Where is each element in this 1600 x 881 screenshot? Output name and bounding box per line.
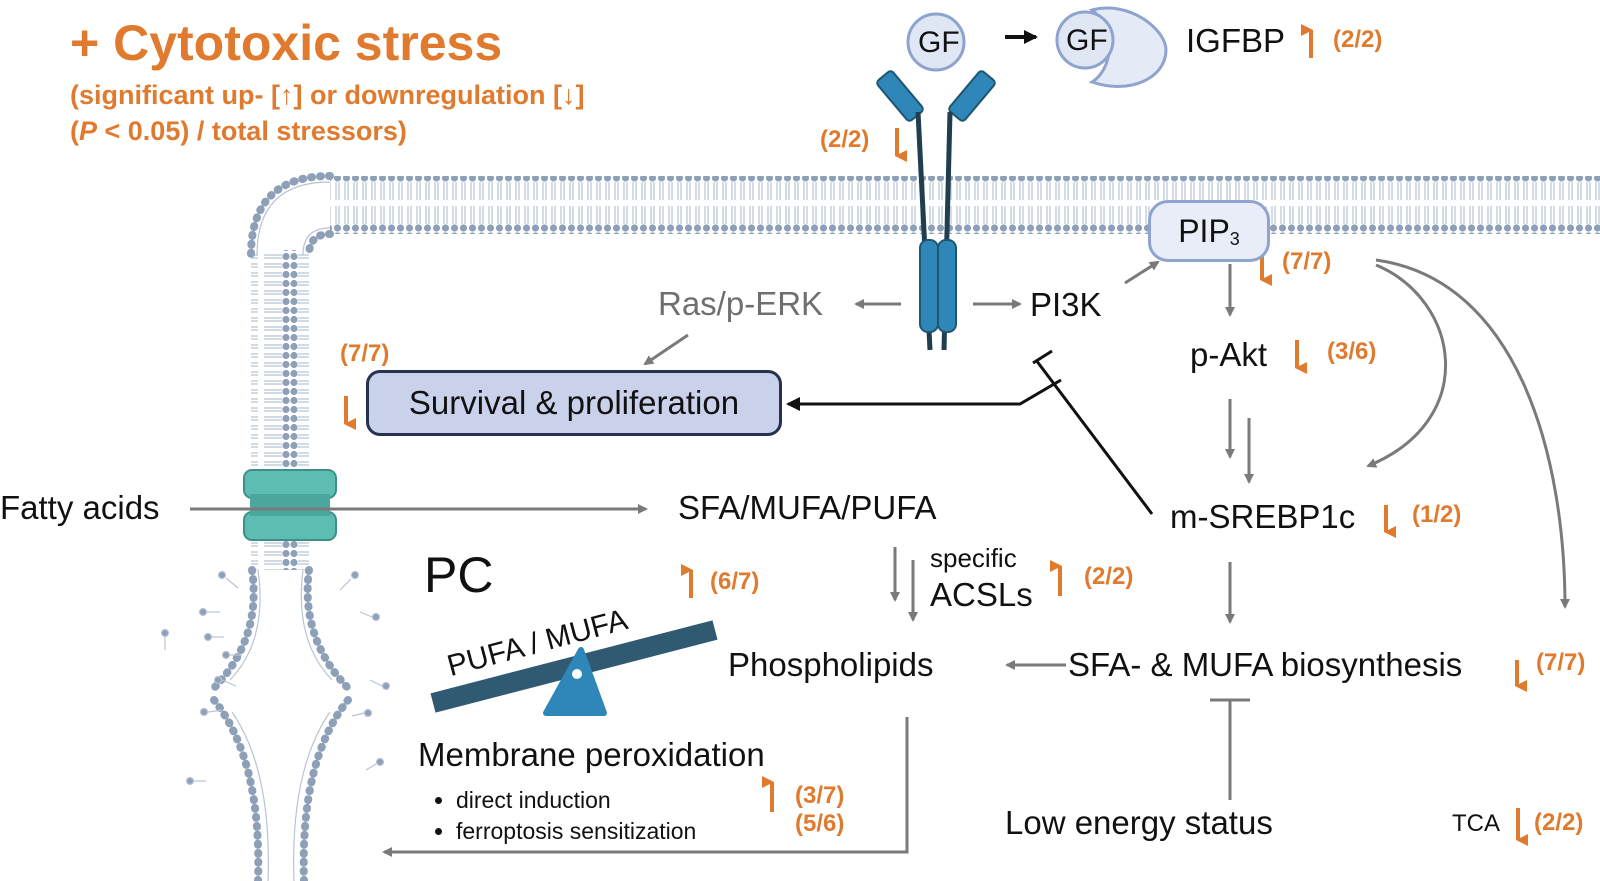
sfa-mufa-pufa-label: SFA/MUFA/PUFA xyxy=(678,489,937,526)
bullet-direct-induction: direct induction xyxy=(456,785,696,816)
pi3k-label: PI3K xyxy=(1030,286,1102,323)
pip3-label: PIP xyxy=(1178,212,1230,249)
pakt-label: p-Akt xyxy=(1190,336,1268,373)
receptor-count: (2/2) xyxy=(820,126,870,153)
pufa-mufa-seesaw xyxy=(430,620,718,716)
growth-factor-receptor xyxy=(876,70,996,351)
peroxidation-bullets: direct induction ferroptosis sensitizati… xyxy=(432,785,696,847)
igfbp-complex xyxy=(1055,6,1168,88)
pathway-arrows xyxy=(190,258,1570,857)
cell-membrane xyxy=(208,172,1600,881)
fatty-acid-transporter xyxy=(243,469,337,541)
low-energy-label: Low energy status xyxy=(1005,804,1273,841)
pip3-count: (7/7) xyxy=(1282,248,1332,275)
igfbp-count: (2/2) xyxy=(1333,26,1383,53)
biosynthesis-count: (7/7) xyxy=(1536,649,1586,676)
survival-count: (7/7) xyxy=(340,340,390,367)
gf-ligand xyxy=(906,12,966,72)
membrane-peroxidation-label: Membrane peroxidation xyxy=(418,736,765,773)
survival-proliferation-box: Survival & proliferation xyxy=(366,370,782,436)
pc-label: PC xyxy=(424,547,494,603)
acsls-count: (2/2) xyxy=(1084,563,1134,590)
pip3-subscript: 3 xyxy=(1229,228,1240,249)
scattered-lipids xyxy=(160,570,391,786)
biosynthesis-label: SFA- & MUFA biosynthesis xyxy=(1068,646,1463,683)
igfbp-label: IGFBP xyxy=(1186,22,1286,59)
subtitle-line-1: (significant up- [↑] or downregulation [… xyxy=(70,80,585,110)
regulation-arrows xyxy=(344,24,1528,846)
specific-label: specific xyxy=(930,543,1017,573)
bullet-ferroptosis: ferroptosis sensitization xyxy=(456,816,696,847)
phospholipids-label: Phospholipids xyxy=(728,646,934,683)
diagram-title: + Cytotoxic stress xyxy=(70,15,503,71)
akt-signaling-lines xyxy=(786,349,1154,515)
direct-count: (3/7) xyxy=(795,782,845,809)
ferroptosis-count: (5/6) xyxy=(795,810,845,837)
gf-bound-label: GF xyxy=(1066,24,1108,57)
p-value-symbol: P xyxy=(79,116,98,146)
srebp-count: (1/2) xyxy=(1412,501,1462,528)
tca-count: (2/2) xyxy=(1534,809,1584,836)
pakt-count: (3/6) xyxy=(1327,338,1377,365)
acsls-label: ACSLs xyxy=(930,576,1033,613)
ras-perk-label: Ras/p-ERK xyxy=(658,285,824,322)
gf-label: GF xyxy=(918,26,960,59)
pufa-mufa-count: (6/7) xyxy=(710,568,760,595)
fatty-acids-label: Fatty acids xyxy=(0,489,160,526)
srebp-label: m-SREBP1c xyxy=(1170,498,1356,535)
subtitle-line-2: (P < 0.05) / total stressors) xyxy=(70,116,407,146)
tca-label: TCA xyxy=(1452,810,1500,837)
subtitle-line-2-rest: < 0.05) / total stressors) xyxy=(97,116,407,146)
